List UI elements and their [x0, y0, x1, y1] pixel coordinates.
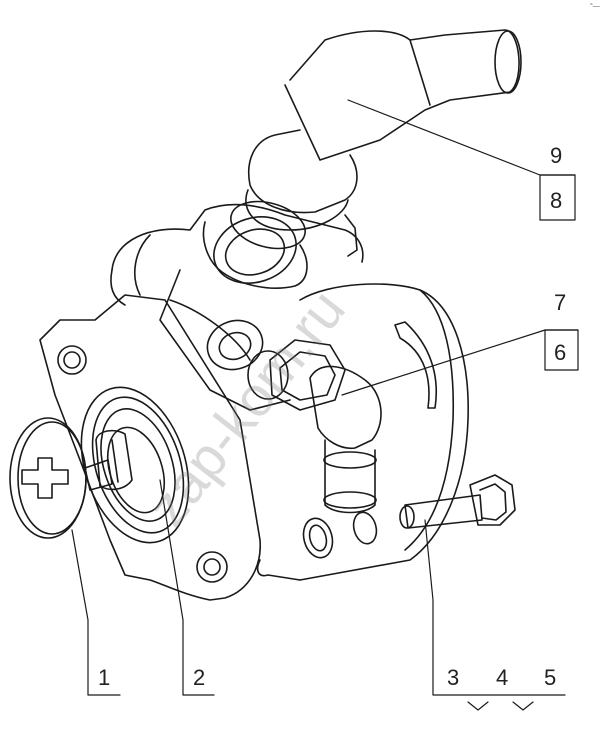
corner-mark: °—	[590, 2, 600, 10]
bolt	[399, 474, 516, 529]
rotation-arrow	[394, 321, 437, 409]
callout-5: 5	[544, 665, 556, 690]
hose-fitting	[230, 29, 522, 257]
callout-4: 4	[496, 665, 508, 690]
callout-1: 1	[98, 665, 110, 690]
callout-6: 6	[554, 340, 566, 365]
callout-2: 2	[193, 665, 205, 690]
callout-7: 7	[554, 290, 566, 315]
callout-lines	[71, 99, 579, 711]
elbow-fitting	[247, 339, 382, 514]
pulley	[9, 417, 87, 539]
callout-3: 3	[447, 665, 459, 690]
callout-8: 8	[550, 188, 562, 213]
shaft	[84, 429, 133, 491]
callout-9: 9	[550, 143, 562, 168]
